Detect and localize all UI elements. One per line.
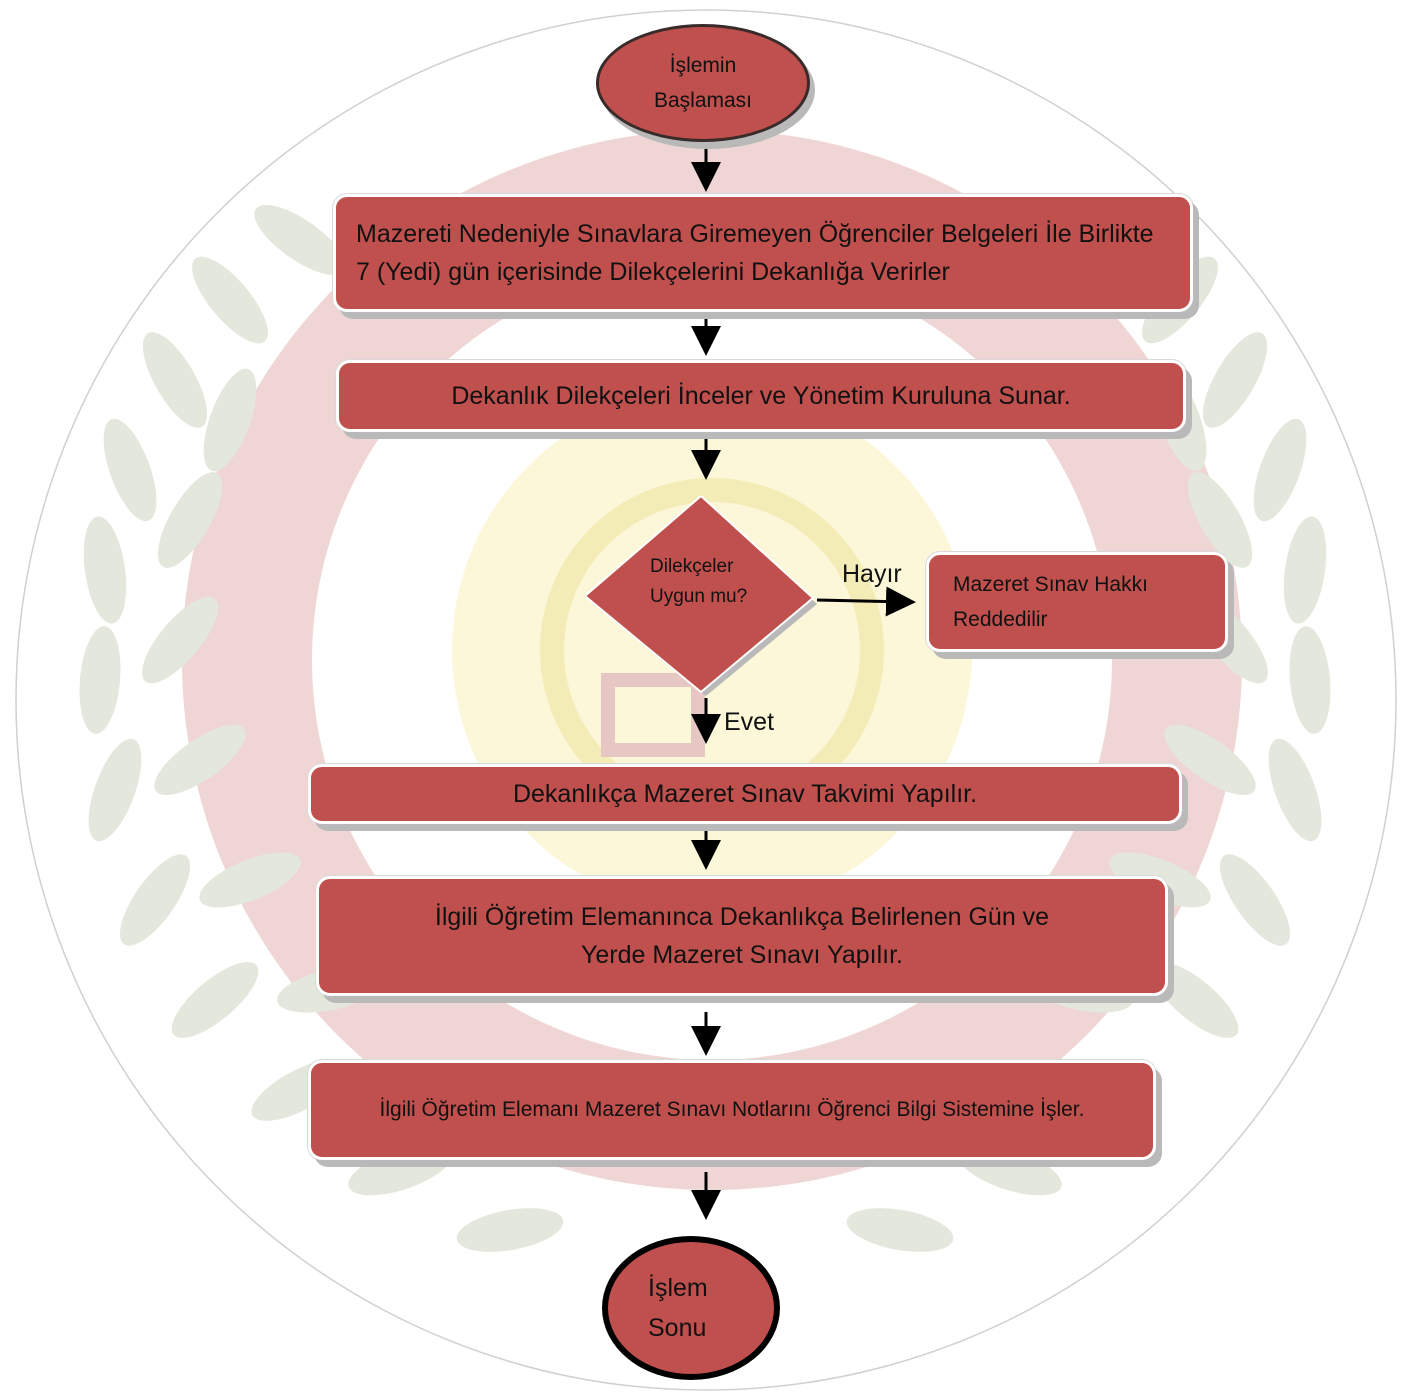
step5-label: İlgili Öğretim Elemanı Mazeret Sınavı No…: [379, 1098, 1085, 1121]
step4-label: İlgili Öğretim Elemanınca Dekanlıkça Bel…: [434, 903, 1050, 969]
step2-box: Dekanlık Dilekçeleri İnceler ve Yönetim …: [336, 360, 1186, 432]
start-node: İşlemin Başlaması: [596, 24, 810, 142]
rejected-label: Mazeret Sınav Hakkı Reddedilir: [953, 573, 1148, 631]
step3-label: Dekanlıkça Mazeret Sınav Takvimi Yapılır…: [512, 780, 978, 808]
yes-label: Evet: [724, 708, 775, 736]
decision-label: Dilekçeler Uygun mu?: [650, 556, 748, 607]
step3-box: Dekanlıkça Mazeret Sınav Takvimi Yapılır…: [308, 764, 1182, 824]
arrow-decision-to-rejected: [816, 586, 916, 617]
step5-box: İlgili Öğretim Elemanı Mazeret Sınavı No…: [308, 1060, 1156, 1160]
decision-diamond: [585, 496, 817, 696]
end-node: İşlem Sonu: [602, 1236, 780, 1380]
step1-label: Mazereti Nedeniyle Sınavlara Giremeyen Ö…: [356, 220, 1154, 286]
rejected-box: Mazeret Sınav Hakkı Reddedilir: [926, 552, 1228, 652]
step1-box: Mazereti Nedeniyle Sınavlara Giremeyen Ö…: [333, 194, 1193, 312]
start-label: İşlemin Başlaması: [653, 54, 753, 112]
step2-label: Dekanlık Dilekçeleri İnceler ve Yönetim …: [451, 382, 1071, 410]
step4-box: İlgili Öğretim Elemanınca Dekanlıkça Bel…: [316, 876, 1168, 996]
end-label: İşlem Sonu: [648, 1274, 708, 1342]
no-label: Hayır: [842, 560, 902, 588]
